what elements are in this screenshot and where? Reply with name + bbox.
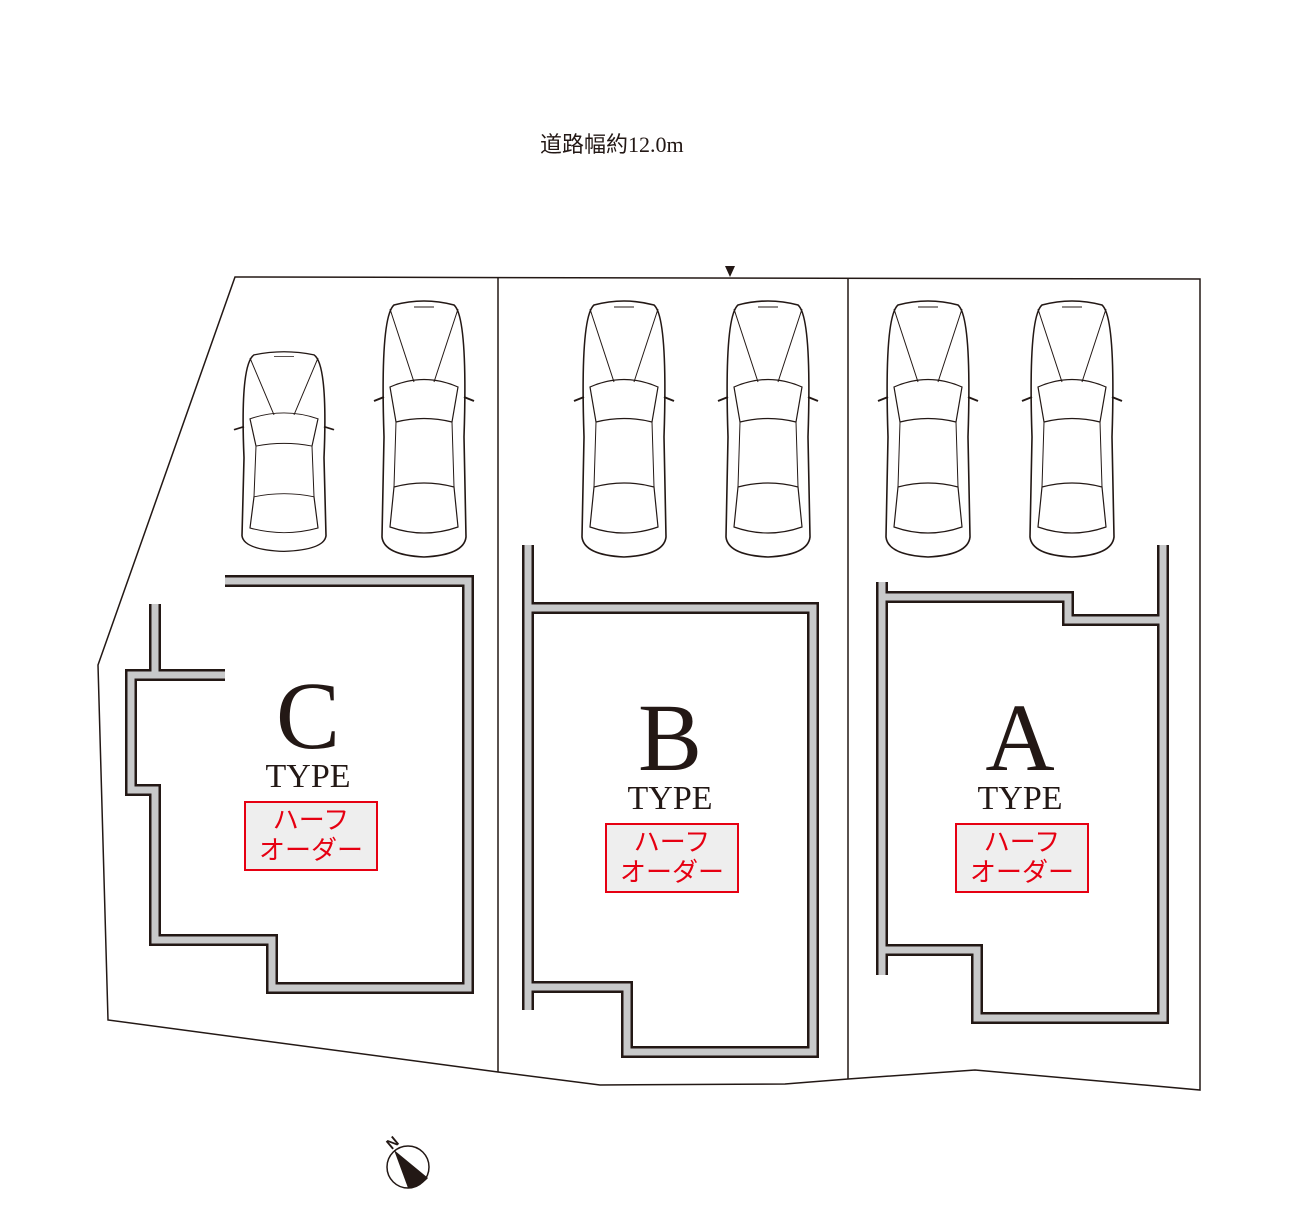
- car-icon: [717, 300, 819, 558]
- lot-a-type: TYPE: [977, 780, 1063, 817]
- car-icon: [233, 350, 335, 553]
- lot-b-type: TYPE: [627, 780, 713, 817]
- badge-line: オーダー: [619, 858, 724, 888]
- badge-line: オーダー: [969, 858, 1074, 888]
- house-b-outline: [522, 545, 819, 1058]
- car-icon: [877, 300, 979, 558]
- lot-a-badge: ハーフオーダー: [955, 823, 1089, 893]
- badge-line: ハーフ: [633, 828, 711, 858]
- lot-c-type: TYPE: [265, 758, 351, 795]
- arrow-head-icon: [725, 266, 735, 277]
- house-a-outline: [876, 545, 1169, 1024]
- lot-b-badge: ハーフオーダー: [605, 823, 739, 893]
- road-width-label: 道路幅約12.0m: [540, 132, 684, 157]
- lot-c-badge: ハーフオーダー: [244, 801, 378, 871]
- badge-line: ハーフ: [983, 828, 1061, 858]
- badge-line: オーダー: [258, 836, 363, 866]
- house-c-outline: [125, 575, 474, 994]
- lot-a-letter: A: [985, 684, 1055, 791]
- lot-b-letter: B: [637, 684, 703, 791]
- north-compass-icon: N: [383, 1133, 430, 1189]
- lot-c-letter: C: [275, 662, 341, 769]
- car-icon: [1021, 300, 1123, 558]
- car-icon: [373, 300, 475, 558]
- badge-line: ハーフ: [272, 806, 350, 836]
- car-icon: [573, 300, 675, 558]
